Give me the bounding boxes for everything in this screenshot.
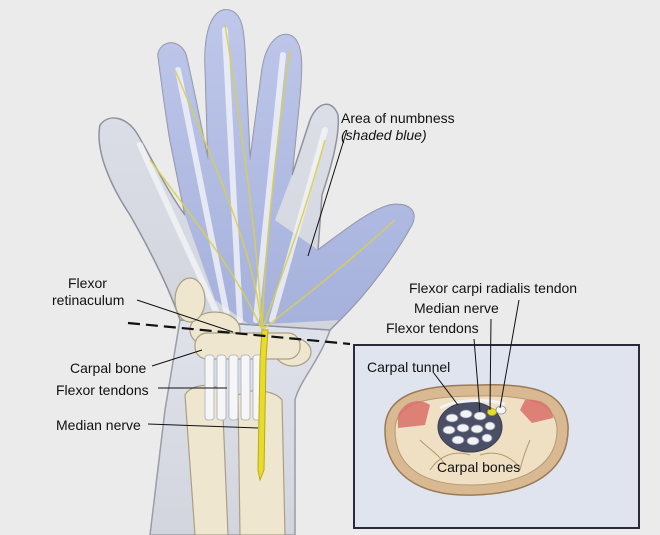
label-area-of-numbness: Area of numbness [341, 110, 455, 126]
nerve-branches [149, 24, 396, 331]
leader-lines [136, 129, 348, 429]
numbness-area [158, 9, 414, 326]
wrist-cross-section [384, 384, 569, 496]
label-flexor-tendons-left: Flexor tendons [56, 382, 149, 398]
label-carpal-bones: Carpal bones [437, 459, 521, 475]
label-retinaculum: retinaculum [52, 292, 125, 308]
inset-leader-lines [432, 299, 520, 413]
label-shaded-blue: (shaded blue) [341, 127, 427, 143]
label-carpal-tunnel: Carpal tunnel [367, 359, 451, 375]
section-line [127, 321, 351, 346]
finger-tendons [137, 27, 328, 323]
label-flexor-carpi-radialis-tendon: Flexor carpi radialis tendon [409, 280, 578, 296]
label-median-nerve-left: Median nerve [56, 417, 141, 433]
label-carpal-bone: Carpal bone [70, 360, 147, 376]
label-flexor: Flexor [68, 275, 107, 291]
label-flexor-tendons-inset: Flexor tendons [386, 320, 479, 336]
label-median-nerve-inset: Median nerve [414, 300, 499, 316]
